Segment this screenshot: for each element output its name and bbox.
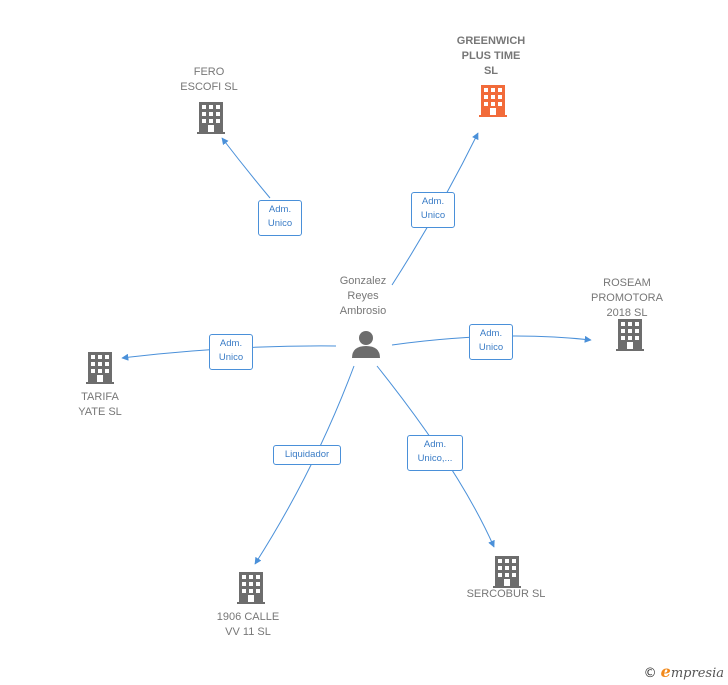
edge-calle	[254, 365, 355, 565]
relation-label-calle[interactable]: Liquidador	[273, 445, 341, 465]
relation-label-greenwich[interactable]: Adm. Unico	[411, 192, 455, 228]
company-name-calle: 1906 CALLE VV 11 SL	[216, 611, 280, 638]
building-icon-calle[interactable]	[237, 572, 265, 604]
nodes	[86, 85, 644, 604]
edge-fero	[221, 137, 271, 199]
relation-label-sercobur[interactable]: Adm. Unico,...	[407, 435, 463, 471]
company-name-sercobur: SERCOBUR SL	[466, 588, 546, 600]
person-icon[interactable]	[352, 331, 380, 358]
building-icon-tarifa[interactable]	[86, 352, 114, 384]
watermark: ©empresia	[644, 662, 724, 681]
company-name-greenwich: GREENWICH PLUS TIME SL	[456, 35, 526, 77]
building-icon-fero[interactable]	[197, 102, 225, 134]
building-icon-roseam[interactable]	[616, 319, 644, 351]
building-icon-sercobur[interactable]	[493, 556, 521, 588]
relation-label-roseam[interactable]: Adm. Unico	[469, 324, 513, 360]
copyright-icon: ©	[643, 666, 657, 681]
company-name-fero: FERO ESCOFI SL	[180, 66, 238, 93]
company-name-tarifa: TARIFA YATE SL	[78, 391, 122, 418]
building-icon-greenwich[interactable]	[479, 85, 507, 117]
person-name-label: Gonzalez Reyes Ambrosio	[339, 275, 387, 317]
relation-label-tarifa[interactable]: Adm. Unico	[209, 334, 253, 370]
company-name-roseam: ROSEAM PROMOTORA 2018 SL	[591, 277, 663, 319]
brand-logo-initial: e	[660, 662, 671, 681]
relation-label-fero[interactable]: Adm. Unico	[258, 200, 302, 236]
brand-logo-text: mpresia	[670, 666, 724, 681]
